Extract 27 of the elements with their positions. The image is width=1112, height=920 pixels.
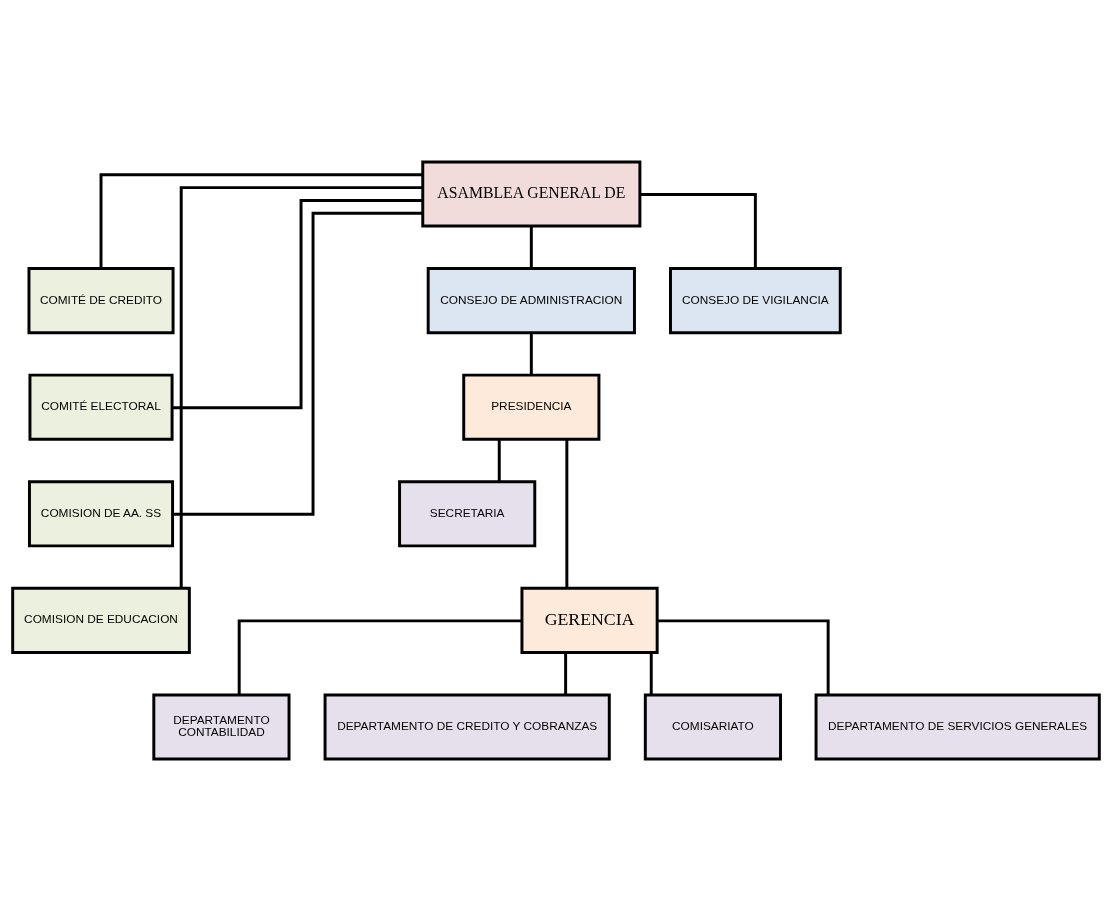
connector: [640, 192, 757, 268]
node-box: COMITÉ ELECTORAL: [28, 373, 174, 441]
node-box: PRESIDENCIA: [462, 373, 601, 441]
connector: [172, 211, 423, 516]
node-box: ASAMBLEA GENERAL DE: [421, 159, 642, 228]
node-box: COMISARIATO: [643, 692, 782, 761]
connector: [237, 618, 522, 695]
connector: [172, 198, 423, 409]
connector: [565, 439, 569, 588]
connector: [529, 225, 533, 268]
node-box: SECRETARIA: [398, 479, 537, 547]
connector: [649, 652, 653, 695]
connector: [497, 439, 501, 482]
node-box: CONSEJO DE ADMINISTRACION: [426, 266, 636, 334]
node-box: COMITÉ DE CREDITO: [27, 266, 175, 334]
connector: [99, 172, 423, 269]
node-box: COMISION DE AA. SS: [28, 479, 175, 547]
connector: [179, 185, 423, 588]
connector: [529, 332, 533, 375]
node-box: COMISION DE EDUCACION: [11, 586, 191, 654]
connector: [564, 652, 568, 695]
node-box: DEPARTAMENTO DE SERVICIOS GENERALES: [814, 692, 1101, 761]
node-box: GERENCIA: [520, 586, 659, 654]
node-box: DEPARTAMENTO DE CREDITO Y COBRANZAS: [323, 692, 611, 761]
connector: [657, 618, 830, 695]
node-box: DEPARTAMENTO CONTABILIDAD: [152, 692, 291, 761]
node-box: CONSEJO DE VIGILANCIA: [669, 266, 842, 334]
